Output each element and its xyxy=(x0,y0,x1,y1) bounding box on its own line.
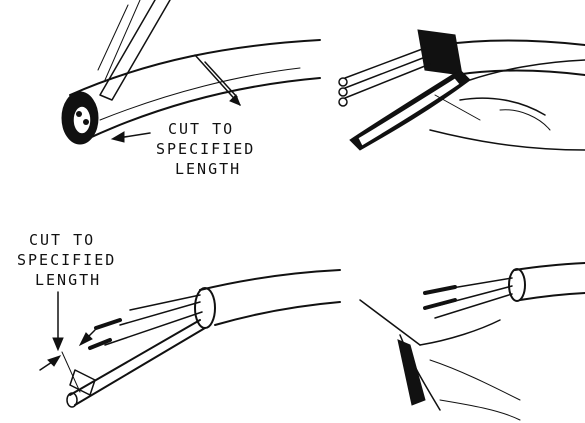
panel-2-peel-jacket xyxy=(339,30,585,150)
panel-3-label-line-2: SPECIFIED xyxy=(17,251,116,269)
panel-3-label-line-1: CUT TO xyxy=(29,231,95,249)
cable-top-edge-3 xyxy=(200,270,340,290)
conductor-4c xyxy=(435,294,512,318)
dimension-arrow-lower xyxy=(48,356,60,366)
panel-3-cut-conductors: CUT TO SPECIFIED LENGTH xyxy=(17,231,340,407)
conductor-1 xyxy=(345,48,425,78)
hand-outline-bottom xyxy=(430,130,585,150)
cable-bottom-edge-3 xyxy=(215,302,340,325)
filler-rod-end xyxy=(67,393,77,407)
panel-3-label-line-3: LENGTH xyxy=(35,271,101,289)
jacket-collar xyxy=(418,30,462,75)
conductor-b xyxy=(120,302,200,325)
filler-rod-bottom xyxy=(75,328,205,405)
conductor-tip-a xyxy=(96,320,120,328)
cable-bottom-edge-4 xyxy=(520,293,585,300)
conductor-3 xyxy=(345,64,430,98)
conductor-2 xyxy=(345,56,428,88)
label-leader-arrowhead xyxy=(53,338,63,350)
cable-top-edge-4 xyxy=(515,263,585,270)
conductor-c xyxy=(105,312,202,345)
cable-highlight xyxy=(100,68,300,120)
panel-1-cut-jacket: CUT TO SPECIFIED LENGTH xyxy=(62,0,320,178)
hand-finger xyxy=(460,98,545,115)
dimension-arrow-left xyxy=(112,132,124,142)
tool-dark-grip xyxy=(398,340,425,405)
filler-rod-top xyxy=(70,320,200,395)
hand-outline-4 xyxy=(360,300,420,345)
panel-1-label-line-2: SPECIFIED xyxy=(156,140,255,158)
cable-top-edge-2 xyxy=(440,40,585,45)
knife-blade xyxy=(100,0,170,100)
panel-1-label-line-1: CUT TO xyxy=(168,120,234,138)
panel-1-label-line-3: LENGTH xyxy=(175,160,241,178)
cable-bottom-edge-2 xyxy=(455,70,585,75)
jacket-end-4 xyxy=(509,269,525,301)
conductor-a xyxy=(130,295,200,310)
panel-4-strip-conductors xyxy=(360,263,585,420)
